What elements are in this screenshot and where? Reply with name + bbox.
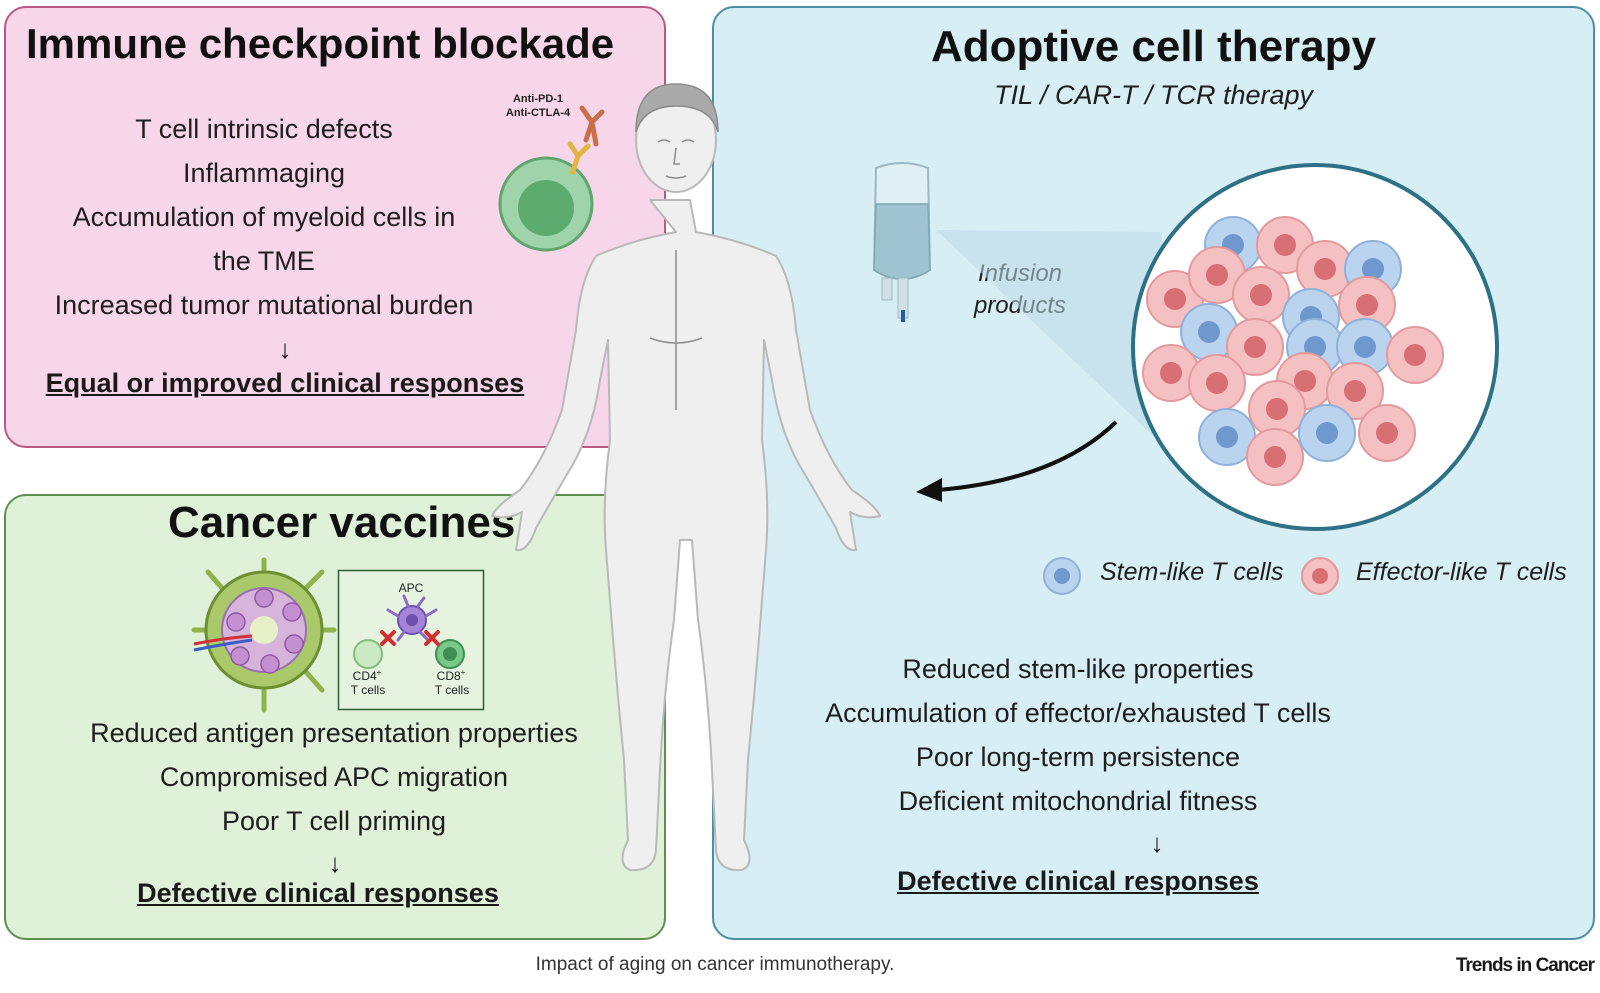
lymph-node-icon xyxy=(191,557,337,713)
legend-effector-label: Effector-like T cells xyxy=(1356,558,1567,586)
t-cell-antibody-icon xyxy=(498,105,605,252)
icb-line: Inflammaging xyxy=(182,158,346,188)
cv-arrow: ↓ xyxy=(328,848,342,878)
effector-like-t-cell xyxy=(1188,246,1246,304)
legend-stem-label: Stem-like T cells xyxy=(1100,558,1284,586)
act-line: Poor long-term persistence xyxy=(915,742,1241,772)
effector-like-t-cell xyxy=(1338,276,1396,334)
icb-line: Increased tumor mutational burden xyxy=(54,290,474,320)
act-arrow: ↓ xyxy=(1150,828,1164,858)
icb-arrow: ↓ xyxy=(278,334,292,364)
cell-cluster xyxy=(1142,216,1444,486)
figure-caption: Impact of aging on cancer immunotherapy. xyxy=(535,954,895,975)
act-line: Reduced stem-like properties xyxy=(902,654,1254,684)
act-subtitle: TIL / CAR-T / TCR therapy xyxy=(993,80,1314,110)
effector-like-t-cell xyxy=(1358,404,1416,462)
cancer-vaccines-panel xyxy=(4,494,666,940)
icb-line: Accumulation of myeloid cells in xyxy=(72,202,456,232)
act-line: Deficient mitochondrial fitness xyxy=(898,786,1258,816)
icb-result: Equal or improved clinical responses xyxy=(45,368,525,398)
cv-title: Cancer vaccines xyxy=(168,498,516,547)
act-line: Accumulation of effector/exhausted T cel… xyxy=(825,698,1331,728)
legend-stem-swatch xyxy=(1043,557,1081,595)
effector-like-t-cell xyxy=(1226,318,1284,376)
effector-like-t-cell xyxy=(1386,326,1444,384)
cv-line: Reduced antigen presentation properties xyxy=(90,718,578,748)
cd8-label: CD8+ xyxy=(436,668,466,683)
cv-result: Defective clinical responses xyxy=(137,878,499,908)
effector-like-t-cell xyxy=(1326,362,1384,420)
cv-line: Poor T cell priming xyxy=(221,806,447,836)
curved-arrow xyxy=(916,420,1118,502)
act-title: Adoptive cell therapy xyxy=(930,22,1376,71)
anti-ctla4-label: Anti-CTLA-4 xyxy=(505,107,571,119)
effector-like-t-cell xyxy=(1246,428,1304,486)
infusion-beam xyxy=(936,230,1168,450)
cd8-tcells-label: T cells xyxy=(434,683,470,697)
anti-pd1-label: Anti-PD-1 xyxy=(512,93,564,105)
legend-effector-swatch xyxy=(1301,557,1339,595)
effector-like-t-cell xyxy=(1188,354,1246,412)
stem-like-t-cell xyxy=(1298,404,1356,462)
journal-logo: Trends in Cancer xyxy=(1455,955,1595,976)
icb-title: Immune checkpoint blockade xyxy=(26,20,615,67)
iv-bag-icon xyxy=(872,162,932,322)
act-result: Defective clinical responses xyxy=(897,866,1259,896)
effector-like-t-cell xyxy=(1232,266,1290,324)
cv-line: Compromised APC migration xyxy=(159,762,509,792)
icb-line: T cell intrinsic defects xyxy=(135,114,393,144)
apc-label: APC xyxy=(398,581,424,595)
human-figure xyxy=(491,83,881,872)
icb-line: the TME xyxy=(213,246,315,276)
cd4-label: CD4+ xyxy=(352,668,382,683)
cd4-tcells-label: T cells xyxy=(350,683,386,697)
apc-priming-inset xyxy=(337,569,485,711)
